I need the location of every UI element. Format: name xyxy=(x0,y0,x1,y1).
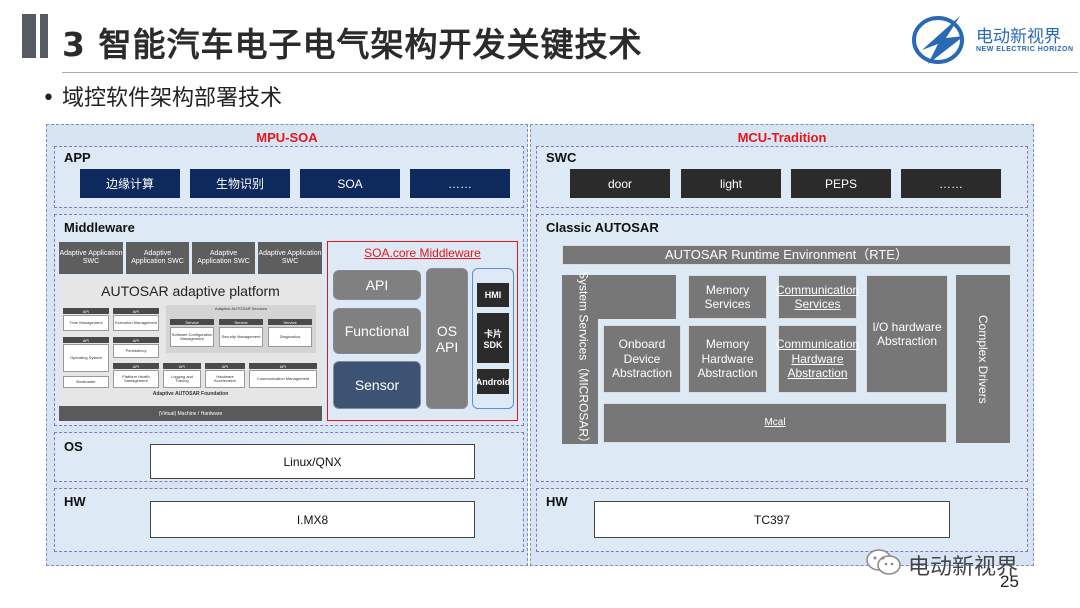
service-software-config: Software Configuration Management xyxy=(170,327,214,347)
soa-card-sdk-block: 卡片SDK xyxy=(477,313,509,363)
memory-services-block: Memory Services xyxy=(688,275,767,319)
hw-label-right: HW xyxy=(546,494,568,509)
adaptive-app-swc: Adaptive Application SWC xyxy=(59,242,123,274)
mcu-tradition-title: MCU-Tradition xyxy=(737,130,827,145)
service-head: Service xyxy=(268,319,312,325)
swc-item-peps: PEPS xyxy=(791,169,891,198)
swc-item-more: …… xyxy=(901,169,1001,198)
complex-drivers-label: Complex Drivers xyxy=(976,314,990,404)
soa-functional-block: Functional xyxy=(333,308,421,354)
swc-item-door: door xyxy=(570,169,670,198)
mpu-soa-title: MPU-SOA xyxy=(256,130,318,145)
system-services-label-wrap: System Services（MICROSAR） xyxy=(562,271,606,449)
fnd-platform-health: Platform Health Management xyxy=(113,370,159,388)
hw-value-box-right: TC397 xyxy=(594,501,950,538)
api-head: API xyxy=(63,308,109,314)
machine-hardware-bar: (Virtual) Machine / Hardware xyxy=(59,406,322,421)
system-services-side xyxy=(562,318,598,444)
comm-services-block: Communication Services xyxy=(776,275,859,319)
brand-logo-icon xyxy=(908,8,974,68)
title-accent-bar xyxy=(22,14,36,58)
fnd-hardware-acceleration: Hardware Acceleration xyxy=(205,370,245,388)
adaptive-app-swc: Adaptive Application SWC xyxy=(258,242,322,274)
fnd-operating-system: Operating System xyxy=(63,344,109,372)
fnd-persistency: Persistency xyxy=(113,344,159,358)
wechat-icon xyxy=(864,547,904,577)
system-services-top xyxy=(562,275,676,319)
soa-os-api-block: OS API xyxy=(426,268,468,409)
page-number: 25 xyxy=(1000,572,1019,591)
soa-core-title: SOA.core Middleware xyxy=(364,246,481,260)
app-item-more: …… xyxy=(410,169,510,198)
service-head: Service xyxy=(219,319,263,325)
service-head: Service xyxy=(170,319,214,325)
soa-hmi-block: HMI xyxy=(477,283,509,307)
fnd-time-management: Time Management xyxy=(63,315,109,331)
fnd-bootloader: Bootloader xyxy=(63,376,109,388)
page-subtitle: • 域控软件架构部署技术 xyxy=(42,86,282,111)
complex-drivers-block: Complex Drivers xyxy=(956,275,1010,443)
memory-hw-abstraction-block: Memory Hardware Abstraction xyxy=(688,325,767,393)
adaptive-services-title: Adaptive AUTOSAR Services xyxy=(214,306,268,311)
adaptive-platform-title: AUTOSAR adaptive platform xyxy=(101,283,280,299)
adaptive-app-swc: Adaptive Application SWC xyxy=(126,242,189,274)
service-diagnostics: Diagnostics xyxy=(268,327,312,347)
app-label: APP xyxy=(64,150,91,165)
page-title: 3 智能汽车电子电气架构开发关键技术 xyxy=(62,25,643,64)
hw-label-left: HW xyxy=(64,494,86,509)
api-head: API xyxy=(113,363,159,369)
mcal-block: Mcal xyxy=(603,403,947,443)
api-head: API xyxy=(113,308,159,314)
soa-sensor-block: Sensor xyxy=(333,361,421,409)
hw-value-box-left: I.MX8 xyxy=(150,501,475,538)
comm-hw-abstraction-block: Communication Hardware Abstraction xyxy=(776,325,859,393)
os-value-box: Linux/QNX xyxy=(150,444,475,479)
onboard-device-abstraction-block: Onboard Device Abstraction xyxy=(603,325,681,393)
classic-autosar-label: Classic AUTOSAR xyxy=(546,220,659,235)
fnd-communication-management: Communication Management xyxy=(249,370,317,388)
swc-item-light: light xyxy=(681,169,781,198)
api-head: API xyxy=(63,337,109,343)
app-item-edge-computing: 边缘计算 xyxy=(80,169,180,198)
fnd-execution-management: Execution Management xyxy=(113,315,159,331)
api-head: API xyxy=(163,363,201,369)
soa-api-block: API xyxy=(333,270,421,300)
api-head: API xyxy=(113,337,159,343)
api-head: API xyxy=(205,363,245,369)
brand-logo-text: 电动新视界 xyxy=(976,27,1061,47)
api-head: API xyxy=(249,363,317,369)
watermark-text: 电动新视界 xyxy=(908,555,1019,580)
app-item-soa: SOA xyxy=(300,169,400,198)
middleware-label: Middleware xyxy=(64,220,135,235)
soa-android-block: Android xyxy=(476,369,510,394)
system-services-label: System Services（MICROSAR） xyxy=(576,270,591,450)
soa-small-group xyxy=(472,268,514,409)
swc-label: SWC xyxy=(546,150,577,165)
foundation-title: Adaptive AUTOSAR Foundation xyxy=(152,391,229,397)
os-label: OS xyxy=(64,439,83,454)
io-hw-abstraction-block: I/O hardware Abstraction xyxy=(866,275,948,393)
brand-logo-subtext: NEW ELECTRIC HORIZON xyxy=(976,46,1074,53)
fnd-logging-tracing: Logging and Tracing xyxy=(163,370,201,388)
app-item-biometrics: 生物识别 xyxy=(190,169,290,198)
title-divider xyxy=(62,72,1078,73)
rte-bar: AUTOSAR Runtime Environment（RTE） xyxy=(562,245,1011,265)
adaptive-app-swc: Adaptive Application SWC xyxy=(192,242,255,274)
title-accent-bar xyxy=(40,14,48,58)
service-security: Security Management xyxy=(219,327,263,347)
